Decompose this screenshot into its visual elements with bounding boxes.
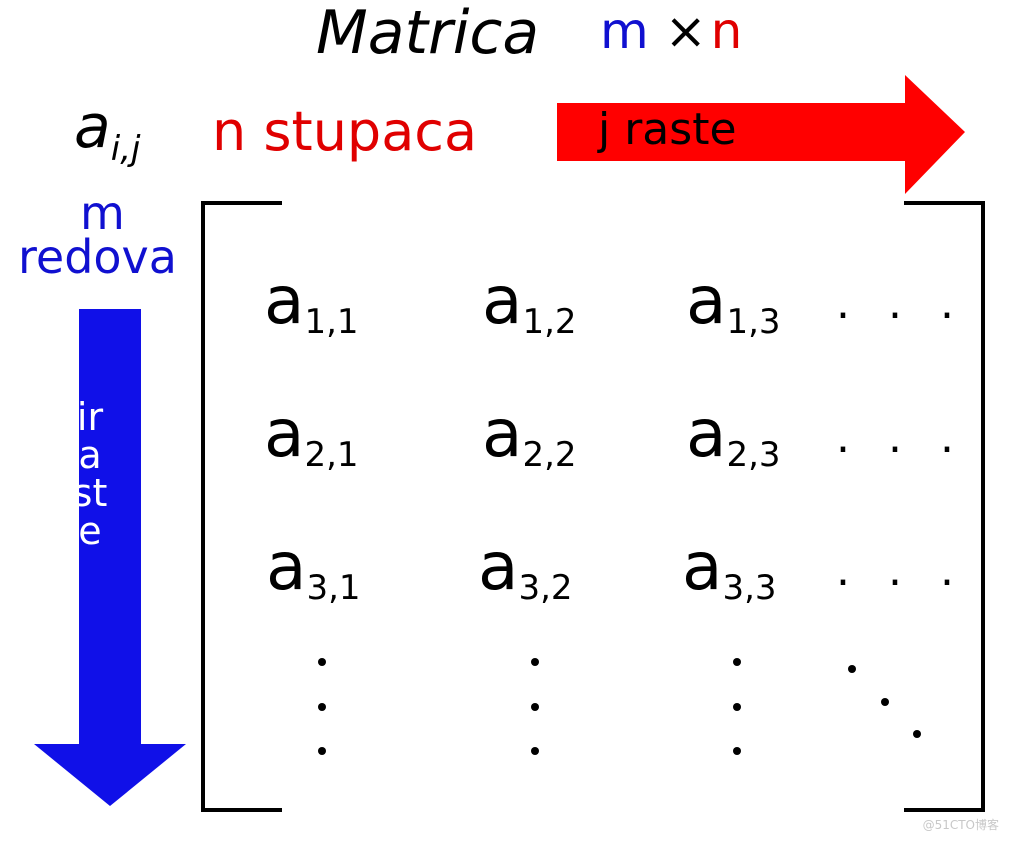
matrix-cell: a1,3 bbox=[686, 262, 781, 342]
watermark: @51CTO博客 bbox=[922, 818, 999, 832]
cell-base: a bbox=[264, 395, 305, 472]
j-arrow-label: j raste bbox=[598, 104, 737, 155]
matrix-cell: a1,2 bbox=[482, 262, 577, 342]
cell-subscript: 1,2 bbox=[522, 302, 577, 342]
dimension-m: m bbox=[600, 2, 649, 60]
left-bracket bbox=[201, 201, 282, 812]
page-title: Matrica bbox=[316, 0, 540, 68]
vertical-dots bbox=[318, 658, 741, 755]
cell-subscript: 1,1 bbox=[304, 302, 359, 342]
rows-label-m: m bbox=[80, 186, 125, 240]
cell-subscript: 2,3 bbox=[726, 435, 781, 475]
diagonal-dots bbox=[848, 665, 921, 738]
matrix-cell: a2,2 bbox=[482, 395, 577, 475]
element-symbol: ai,j bbox=[74, 92, 140, 169]
matrix-cell: a3,2 bbox=[478, 528, 573, 608]
times-symbol: × bbox=[664, 2, 707, 60]
horizontal-dots: . . . bbox=[836, 545, 966, 596]
matrix-cell: a3,3 bbox=[682, 528, 777, 608]
element-symbol-subscript: i,j bbox=[110, 129, 141, 169]
element-symbol-base: a bbox=[74, 92, 111, 162]
cell-subscript: 2,1 bbox=[304, 435, 359, 475]
matrix-cell: a2,3 bbox=[686, 395, 781, 475]
cell-base: a bbox=[478, 528, 519, 605]
cell-subscript: 3,1 bbox=[306, 568, 361, 608]
right-bracket bbox=[904, 201, 985, 812]
cell-base: a bbox=[482, 262, 523, 339]
matrix-cell: a1,1 bbox=[264, 262, 359, 342]
horizontal-dots: . . . bbox=[836, 412, 966, 463]
j-arrow bbox=[557, 75, 965, 194]
cell-base: a bbox=[682, 528, 723, 605]
cell-subscript: 3,3 bbox=[722, 568, 777, 608]
cell-subscript: 3,2 bbox=[518, 568, 573, 608]
cell-base: a bbox=[264, 262, 305, 339]
rows-label-word: redova bbox=[18, 230, 177, 284]
horizontal-dots: . . . bbox=[836, 278, 966, 329]
cell-base: a bbox=[482, 395, 523, 472]
i-arrow-label: iraste bbox=[72, 395, 108, 553]
cell-base: a bbox=[266, 528, 307, 605]
dimension-n: n bbox=[710, 2, 743, 60]
columns-label: n stupaca bbox=[212, 100, 478, 163]
cell-subscript: 2,2 bbox=[522, 435, 577, 475]
matrix-cell: a3,1 bbox=[266, 528, 361, 608]
i-arrow bbox=[34, 309, 186, 806]
cell-subscript: 1,3 bbox=[726, 302, 781, 342]
matrix-cell: a2,1 bbox=[264, 395, 359, 475]
matrix-dimensions: m ×n bbox=[600, 2, 742, 60]
cell-base: a bbox=[686, 395, 727, 472]
cell-base: a bbox=[686, 262, 727, 339]
